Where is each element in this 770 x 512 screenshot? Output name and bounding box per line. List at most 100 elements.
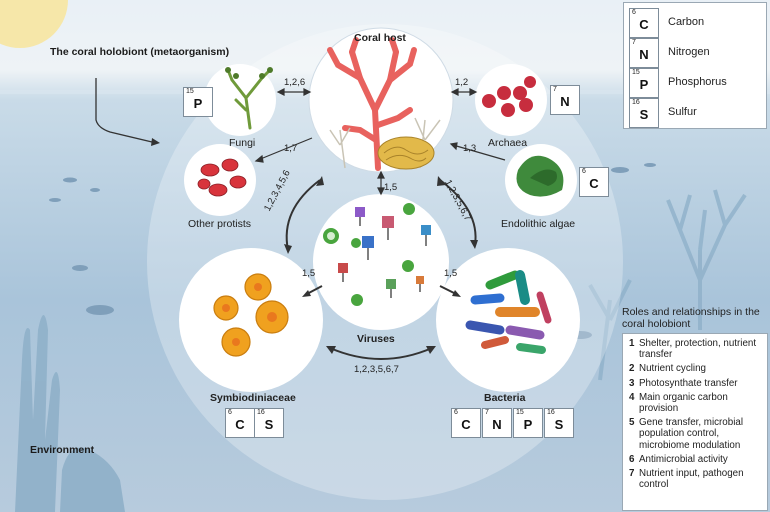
role-text: Nutrient cycling xyxy=(639,363,706,375)
badge-symbol: P xyxy=(523,417,533,432)
badge-number: 6 xyxy=(454,409,458,416)
left-reef-silhouette xyxy=(15,315,125,512)
legend-name-nitrogen: Nitrogen xyxy=(668,46,710,58)
role-item: 3 Photosynthate transfer xyxy=(629,378,764,389)
rel-host-algae: 1,3 xyxy=(463,143,477,154)
badge-number: 7 xyxy=(485,409,489,416)
algae-label: Endolithic algae xyxy=(501,218,576,230)
coral-host-label: Coral host xyxy=(354,32,406,44)
rel-host-viruses: 1,5 xyxy=(384,182,398,193)
algae-illustration xyxy=(516,155,564,197)
badge-number: 6 xyxy=(228,409,232,416)
bacteria-badge-phosphorus: 15 P xyxy=(513,408,543,438)
badge-symbol: S xyxy=(554,417,564,432)
legend-badge-nitrogen: 7 N xyxy=(629,38,659,68)
environment-label: Environment xyxy=(30,444,95,456)
role-number: 3 xyxy=(629,377,635,389)
symbiodiniaceae-nuclei xyxy=(222,283,277,346)
legend-name-phosphorus: Phosphorus xyxy=(668,76,727,88)
archaea-illustration xyxy=(482,76,536,117)
role-number: 1 xyxy=(629,338,635,349)
rel-host-archaea: 1,2 xyxy=(455,77,469,88)
bacteria-illustration xyxy=(465,270,552,354)
bacteria-label: Bacteria xyxy=(484,392,526,404)
role-text: Shelter, protection, nutrient transfer xyxy=(639,338,757,361)
role-item: 4 Main organic carbon provision xyxy=(629,392,764,414)
archaea-label: Archaea xyxy=(488,137,528,149)
fungi-label: Fungi xyxy=(229,137,256,149)
legend-name-carbon: Carbon xyxy=(668,16,705,28)
coral-illustration xyxy=(327,37,417,171)
badge-symbol: N xyxy=(560,94,570,109)
role-item: 1 Shelter, protection, nutrient transfer xyxy=(629,338,764,360)
role-number: 7 xyxy=(629,468,635,480)
badge-symbol: C xyxy=(461,417,471,432)
bacteria-circle xyxy=(436,248,580,392)
badge-symbol: P xyxy=(639,77,649,92)
role-item: 7 Nutrient input, pathogen control xyxy=(629,468,764,490)
badge-number: 15 xyxy=(632,69,640,76)
holobiont-title: The coral holobiont (metaorganism) xyxy=(50,46,230,58)
badge-number: 16 xyxy=(547,409,555,416)
badge-number: 7 xyxy=(632,39,636,46)
rel-viruses-symbiodiniaceae: 1,5 xyxy=(302,268,316,279)
symbiodiniaceae-circle xyxy=(179,248,323,392)
legend-name-sulfur: Sulfur xyxy=(668,106,697,118)
element-legend: 6 C Carbon 7 N Nitrogen 15 P Phosphorus … xyxy=(623,2,767,129)
viruses-label: Viruses xyxy=(357,333,395,345)
badge-number: 6 xyxy=(632,9,636,16)
rel-host-fungi: 1,2,6 xyxy=(284,77,306,88)
arrow-heads xyxy=(284,176,478,354)
algae-badge-carbon: 6 C xyxy=(579,167,609,197)
symbiodiniaceae-badge-carbon: 6 C xyxy=(225,408,255,438)
viruses-circle xyxy=(313,194,449,330)
bacteria-badge-carbon: 6 C xyxy=(451,408,481,438)
badge-symbol: N xyxy=(492,417,502,432)
brain-coral xyxy=(377,136,435,170)
fungi-dots xyxy=(225,67,273,79)
badge-symbol: C xyxy=(235,417,245,432)
protists-illustration xyxy=(197,158,247,197)
badge-number: 16 xyxy=(632,99,640,106)
badge-number: 7 xyxy=(553,86,557,93)
role-text: Nutrient input, pathogen control xyxy=(639,468,744,491)
protists-circle xyxy=(184,144,256,216)
role-number: 5 xyxy=(629,417,635,429)
fungi-badge-phosphorus: 15 P xyxy=(183,87,213,117)
badge-number: 16 xyxy=(257,409,265,416)
role-item: 2 Nutrient cycling xyxy=(629,363,764,374)
rel-viruses-bacteria: 1,5 xyxy=(444,268,458,279)
bacteria-badge-sulfur: 16 S xyxy=(544,408,574,438)
symbiodiniaceae-badge-sulfur: 16 S xyxy=(254,408,284,438)
badge-number: 15 xyxy=(516,409,524,416)
role-text: Photosynthate transfer xyxy=(639,377,738,389)
badge-symbol: N xyxy=(639,47,649,62)
bacteria-badge-nitrogen: 7 N xyxy=(482,408,512,438)
badge-symbol: C xyxy=(639,17,649,32)
legend-badge-phosphorus: 15 P xyxy=(629,68,659,98)
badge-symbol: S xyxy=(639,107,649,122)
legend-badge-sulfur: 16 S xyxy=(629,98,659,128)
rel-host-protists: 1,7 xyxy=(284,143,298,154)
role-text: Main organic carbon provision xyxy=(639,391,728,415)
badge-symbol: S xyxy=(264,417,274,432)
role-number: 6 xyxy=(629,453,635,465)
interaction-arrows xyxy=(254,88,506,196)
symbiodiniaceae-label: Symbiodiniaceae xyxy=(210,392,296,404)
role-number: 2 xyxy=(629,363,635,375)
role-item: 6 Antimicrobial activity xyxy=(629,454,764,465)
badge-number: 6 xyxy=(582,168,586,175)
role-number: 4 xyxy=(629,391,635,403)
badge-symbol: C xyxy=(589,176,599,191)
legend-badge-carbon: 6 C xyxy=(629,8,659,38)
roles-legend-title: Roles and relationships in the coral hol… xyxy=(622,306,760,330)
symbiodiniaceae-illustration xyxy=(213,273,289,357)
role-text: Antimicrobial activity xyxy=(639,453,728,465)
sun-shape xyxy=(0,0,68,48)
rel-symbiodiniaceae-bacteria: 1,2,3,5,6,7 xyxy=(354,364,399,375)
badge-symbol: P xyxy=(193,96,203,111)
